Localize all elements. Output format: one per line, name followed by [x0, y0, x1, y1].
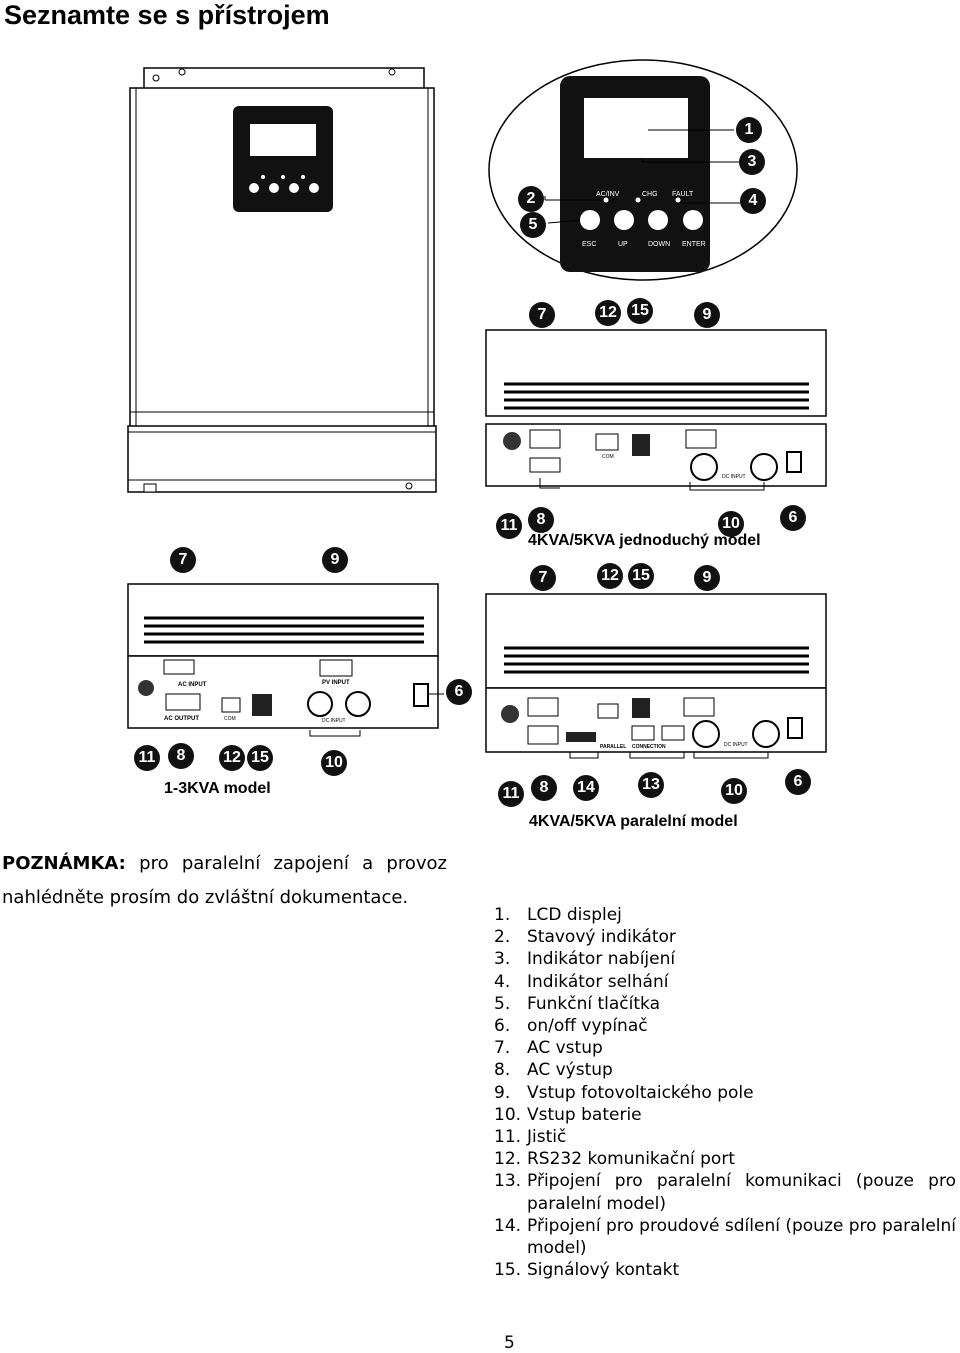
legend-item: 4.Indikátor selhání	[494, 971, 669, 992]
port-label: COM	[224, 716, 236, 722]
callout-badge: 7	[529, 302, 555, 328]
callout-badge: 8	[168, 743, 194, 769]
caption-small-model: 1-3KVA model	[164, 780, 271, 797]
callout-badge: 10	[321, 750, 347, 776]
port-label: DC INPUT	[322, 718, 346, 724]
caption-single-model: 4KVA/5KVA jednoduchý model	[528, 532, 761, 549]
note-label: POZNÁMKA:	[2, 853, 126, 874]
callout-badge: 9	[322, 547, 348, 573]
esc-button	[580, 210, 600, 230]
port-label: CONNECTION	[632, 744, 666, 750]
port-label: AC OUTPUT	[164, 716, 199, 722]
up-button	[614, 210, 634, 230]
legend-item: 12.RS232 komunikační port	[494, 1149, 735, 1170]
control-panel-zoom: AC/INV CHG FAULT ESC UP DOWN ENTER	[488, 59, 798, 281]
caption-parallel-model: 4KVA/5KVA paralelní model	[529, 813, 738, 830]
port-label: DC INPUT	[724, 742, 748, 748]
note-paragraph: POZNÁMKA: pro paralelní zapojení a provo…	[2, 847, 447, 915]
callout-badge: 15	[627, 298, 653, 324]
callout-badge: 8	[531, 775, 557, 801]
legend-item: 11.Jistič	[494, 1127, 567, 1148]
callout-badge: 5	[520, 212, 546, 238]
callout-badge: 7	[530, 565, 556, 591]
legend-item: 1.LCD displej	[494, 905, 622, 925]
legend-item: 3.Indikátor nabíjení	[494, 949, 676, 970]
legend-item: 7.AC vstup	[494, 1038, 603, 1059]
callout-badge: 15	[628, 563, 654, 589]
legend-item: 9.Vstup fotovoltaického pole	[494, 1082, 754, 1103]
port-label: DC INPUT	[722, 474, 746, 480]
callout-badge: 8	[528, 507, 554, 533]
legend-item: 6.on/off vypínač	[494, 1016, 648, 1037]
button-label: ENTER	[682, 241, 706, 248]
callout-badge: 12	[597, 563, 623, 589]
callout-badge: 10	[721, 778, 747, 804]
callout-badge: 4	[740, 188, 766, 214]
port-label: COM	[602, 454, 614, 460]
lcd-display	[584, 98, 688, 158]
component-legend: 1.LCD displej 2.Stavový indikátor 3.Indi…	[494, 904, 956, 1281]
legend-item: 2.Stavový indikátor	[494, 927, 676, 948]
callout-badge: 9	[694, 565, 720, 591]
legend-item: 5.Funkční tlačítka	[494, 993, 660, 1014]
legend-item: 13.Připojení pro paralelní komunikaci (p…	[494, 1171, 956, 1214]
callout-badge: 12	[595, 300, 621, 326]
callout-badge: 11	[134, 745, 160, 771]
callout-badge: 2	[518, 186, 544, 212]
callout-badge: 11	[498, 781, 524, 807]
callout-badge: 12	[219, 745, 245, 771]
button-label: ESC	[582, 241, 596, 248]
callout-badge: 1	[736, 117, 762, 143]
callout-badge: 6	[780, 505, 806, 531]
parallel-model-bottom-view: PARALLEL CONNECTION DC INPUT	[485, 593, 827, 759]
enter-button	[683, 210, 703, 230]
indicator-label: CHG	[642, 191, 658, 198]
legend-item: 10.Vstup baterie	[494, 1104, 642, 1125]
callout-badge: 13	[638, 772, 664, 798]
legend-item: 14.Připojení pro proudové sdílení (pouze…	[494, 1215, 956, 1259]
button-label: DOWN	[648, 241, 670, 248]
legend-item: 15.Signálový kontakt	[494, 1260, 680, 1281]
callout-badge: 7	[170, 547, 196, 573]
callout-badge: 6	[785, 769, 811, 795]
port-label: PARALLEL	[600, 744, 626, 750]
small-model-bottom-view: AC INPUT AC OUTPUT COM PV INPUT DC INPUT	[127, 583, 444, 737]
down-button	[648, 210, 668, 230]
page-title: Seznamte se s přístrojem	[4, 0, 330, 30]
callout-badge: 14	[573, 775, 599, 801]
callout-badge: 15	[247, 745, 273, 771]
port-label: PV INPUT	[322, 680, 350, 686]
indicator-label: FAULT	[672, 191, 694, 198]
button-label: UP	[618, 241, 628, 248]
note-text: pro paralelní zapojení a provoz nahlédně…	[2, 853, 447, 908]
callout-badge: 3	[739, 149, 765, 175]
indicator-label: AC/INV	[596, 191, 620, 198]
callout-badge: 11	[496, 513, 522, 539]
callout-badge: 6	[446, 679, 472, 705]
port-label: AC INPUT	[178, 682, 207, 688]
page-number: 5	[504, 1333, 515, 1353]
legend-item: 8.AC výstup	[494, 1060, 613, 1081]
single-model-bottom-view: COM DC INPUT	[485, 329, 827, 491]
callout-badge: 10	[718, 511, 744, 537]
inverter-front-view	[127, 67, 437, 493]
callout-badge: 9	[694, 302, 720, 328]
